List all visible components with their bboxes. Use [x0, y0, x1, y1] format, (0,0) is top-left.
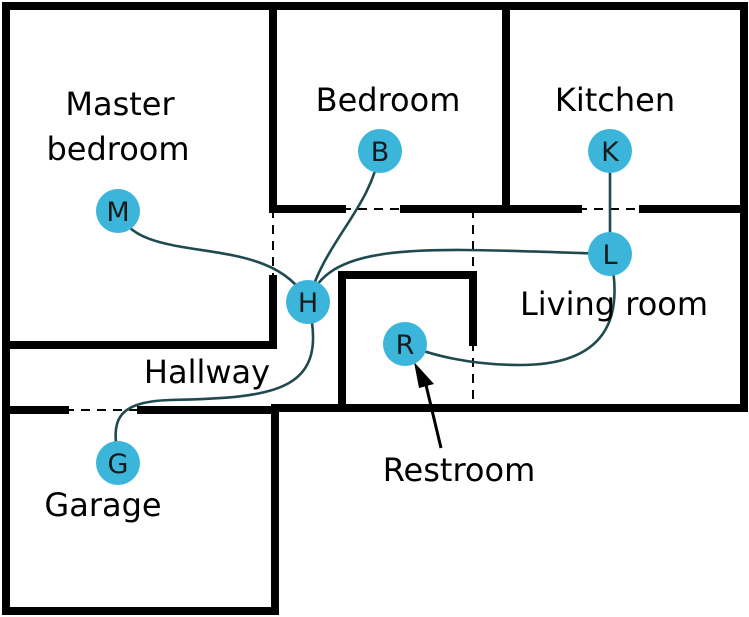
room-label-kitchen: Kitchen: [555, 81, 675, 119]
edge-h-g: [114, 301, 315, 464]
room-label-restroom: Restroom: [383, 451, 535, 489]
node-b: B: [358, 129, 402, 173]
node-l: L: [588, 232, 632, 276]
node-k-label: K: [601, 137, 620, 168]
node-g-label: G: [108, 449, 129, 480]
room-label-living-room: Living room: [520, 285, 708, 323]
node-r: R: [383, 322, 427, 366]
room-label-master-line1: Master: [65, 85, 175, 123]
node-k: K: [588, 129, 632, 173]
node-g: G: [96, 441, 140, 485]
room-label-bedroom: Bedroom: [316, 81, 461, 119]
wall-restroom: [338, 271, 477, 412]
node-r-label: R: [396, 330, 415, 361]
node-h-label: H: [298, 288, 318, 319]
node-m-label: M: [106, 197, 129, 228]
edge-h-l: [306, 248, 611, 303]
room-label-hallway: Hallway: [144, 353, 270, 391]
node-h: H: [286, 280, 330, 324]
room-label-garage: Garage: [44, 486, 161, 524]
node-b-label: B: [371, 137, 390, 168]
room-label-master-line2: bedroom: [46, 130, 189, 168]
edge-l-r: [404, 253, 616, 367]
restroom-pointer-arrow: [414, 362, 443, 449]
node-l-label: L: [602, 240, 617, 271]
edge-m-h: [116, 210, 310, 303]
node-m: M: [96, 189, 140, 233]
connections: [114, 150, 616, 464]
